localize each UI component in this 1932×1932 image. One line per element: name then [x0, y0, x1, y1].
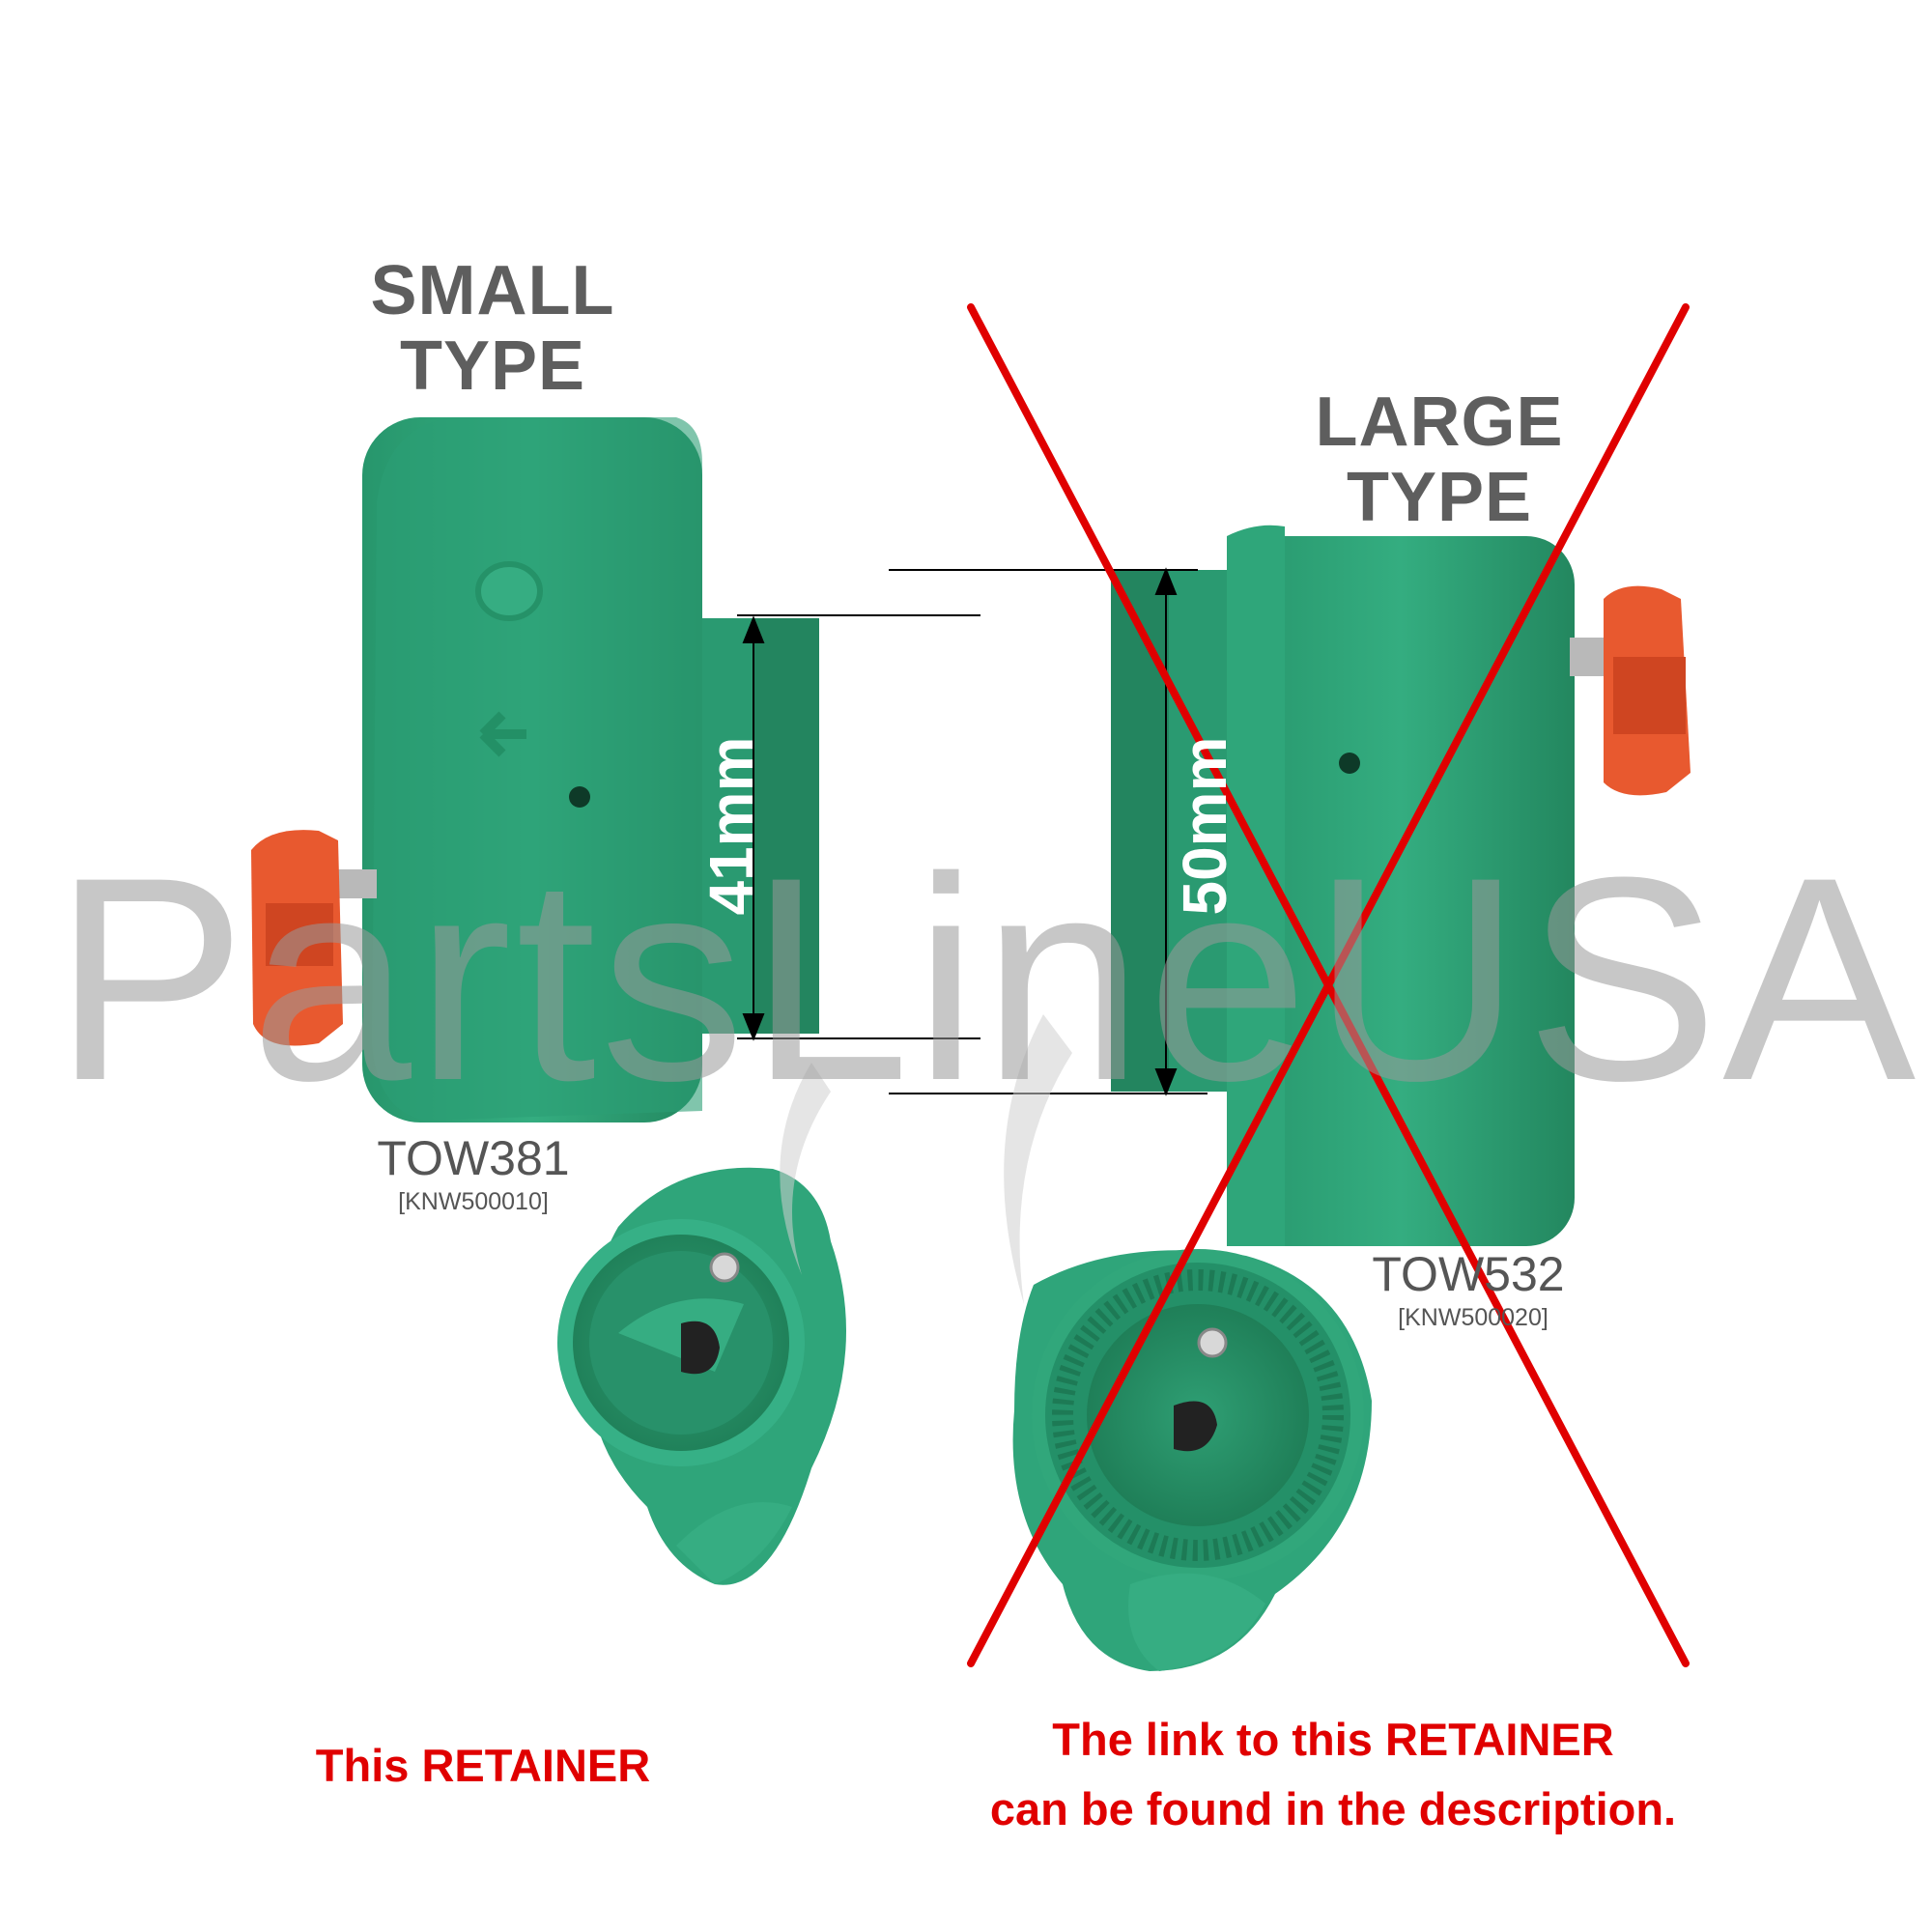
watermark-text: PartsLineUSA	[53, 816, 1920, 1141]
small-retainer-front	[557, 1167, 846, 1585]
large-retainer-front	[1012, 1249, 1372, 1671]
dimension-lines	[737, 567, 1208, 1096]
large-alt-code: [KNW500020]	[1398, 1304, 1548, 1331]
large-part-code: TOW532	[1372, 1247, 1565, 1301]
right-caption: The link to this RETAINER can be found i…	[908, 1705, 1758, 1844]
small-heading-line1: SMALL	[370, 252, 615, 329]
watermark-logo	[780, 1014, 1072, 1304]
small-part-code: TOW381	[377, 1131, 570, 1185]
right-caption-line1: The link to this RETAINER	[1052, 1714, 1614, 1765]
small-retainer	[251, 417, 819, 1122]
large-heading-line2: TYPE	[1346, 459, 1533, 536]
small-size-label: 41mm	[696, 736, 766, 916]
large-size-label: 50mm	[1170, 736, 1239, 916]
small-type-heading: SMALL TYPE	[328, 253, 657, 404]
left-caption: This RETAINER	[315, 1740, 651, 1791]
large-heading-line1: LARGE	[1315, 384, 1564, 461]
small-heading-line2: TYPE	[399, 327, 586, 405]
large-type-heading: LARGE TYPE	[1275, 384, 1604, 535]
small-alt-code: [KNW500010]	[398, 1188, 549, 1215]
red-x-mark	[967, 303, 1690, 1667]
right-caption-line2: can be found in the description.	[989, 1783, 1677, 1834]
large-retainer	[1111, 525, 1690, 1246]
